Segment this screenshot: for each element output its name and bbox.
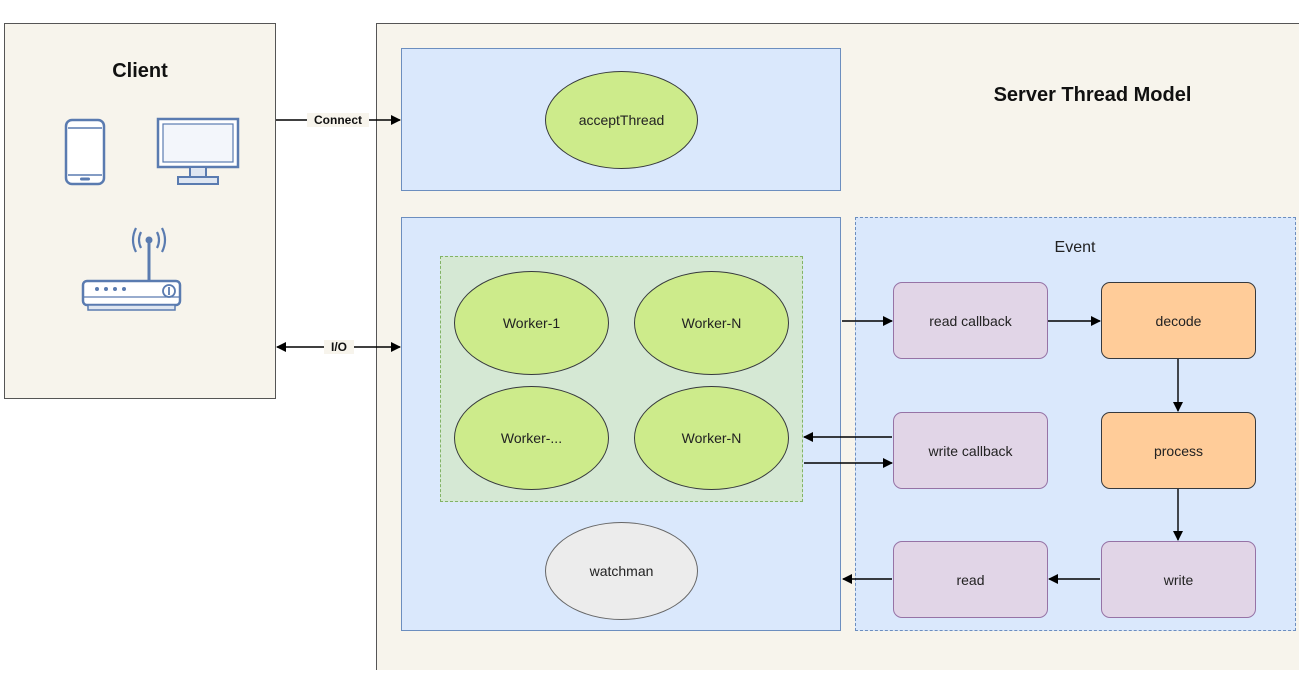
connect-edge-label: Connect xyxy=(307,113,369,127)
event-title: Event xyxy=(1054,239,1096,256)
decode-node: decode xyxy=(1101,282,1256,359)
client-panel xyxy=(4,23,276,399)
write-callback-node: write callback xyxy=(893,412,1048,489)
watchman-node: watchman xyxy=(545,522,698,620)
read-node: read xyxy=(893,541,1048,618)
accept-thread-node: acceptThread xyxy=(545,71,698,169)
worker-n-node-2: Worker-N xyxy=(634,386,789,490)
smartphone-icon xyxy=(64,118,106,186)
write-node: write xyxy=(1101,541,1256,618)
worker-n-node: Worker-N xyxy=(634,271,789,375)
router-icon xyxy=(81,227,182,311)
read-callback-node: read callback xyxy=(893,282,1048,359)
monitor-icon xyxy=(156,117,240,185)
client-title: Client xyxy=(112,60,168,82)
worker-ellipsis-node: Worker-... xyxy=(454,386,609,490)
worker-1-node: Worker-1 xyxy=(454,271,609,375)
io-edge-label: I/O xyxy=(324,340,354,354)
server-title: Server Thread Model xyxy=(993,84,1192,106)
process-node: process xyxy=(1101,412,1256,489)
